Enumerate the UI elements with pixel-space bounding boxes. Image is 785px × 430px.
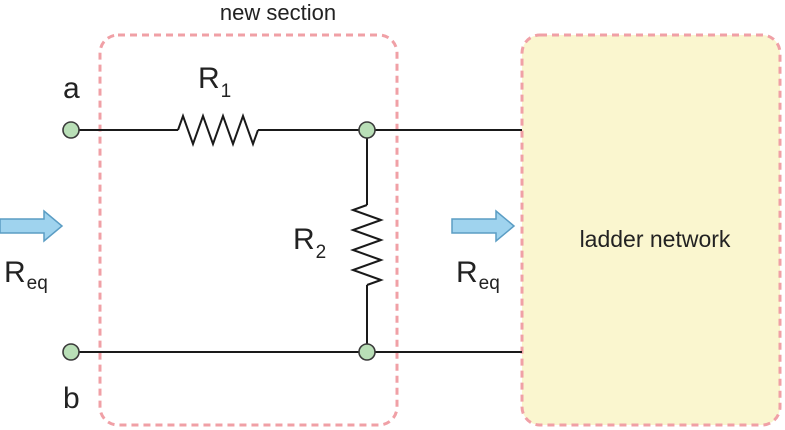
r2-symbol: R: [293, 223, 315, 256]
right-req-subscript: eq: [479, 273, 500, 294]
r2-subscript: 2: [316, 242, 327, 263]
terminal-b-node: [62, 343, 80, 361]
section-title: new section: [220, 0, 336, 25]
junction-bottom-node: [358, 343, 376, 361]
ladder-network-box: [520, 33, 782, 427]
right-arrow-icon: [451, 209, 516, 243]
terminal-a-label: a: [63, 72, 80, 105]
right-req-symbol: R: [456, 256, 478, 289]
left-req-symbol: R: [4, 256, 26, 289]
left-req-subscript: eq: [27, 273, 48, 294]
r1-label: R1: [198, 62, 231, 102]
terminal-a-node: [62, 121, 80, 139]
r1-subscript: 1: [221, 81, 232, 102]
r2-label: R2: [293, 223, 326, 263]
wires: [71, 113, 522, 353]
r1-symbol: R: [198, 62, 220, 95]
left-req-label: Req: [4, 256, 48, 294]
resistor-r2-zigzag: [350, 204, 384, 286]
terminal-b-label: b: [63, 382, 80, 415]
ladder-network-label: ladder network: [580, 226, 731, 252]
resistor-r1-zigzag: [177, 113, 259, 147]
left-arrow-icon: [0, 209, 64, 243]
right-req-label: Req: [456, 256, 500, 294]
junction-top-node: [358, 121, 376, 139]
